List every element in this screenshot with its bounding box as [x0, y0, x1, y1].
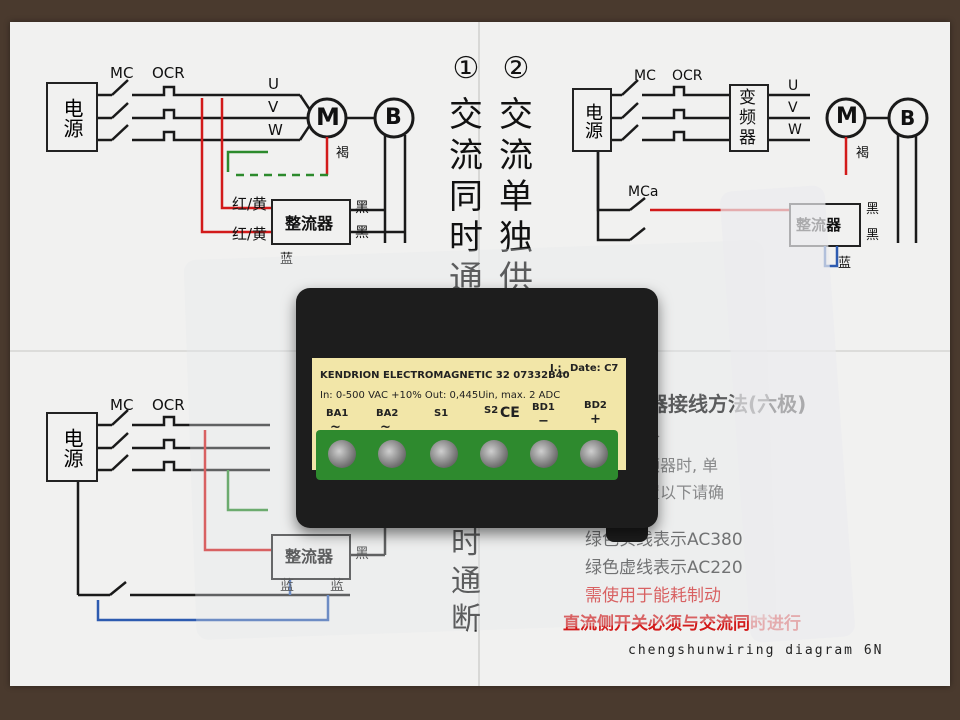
device-label-line-2: In: 0-500 VAC +10% Out: 0,445Uin, max. 2… [320, 390, 561, 401]
v-label-1: V [268, 98, 279, 116]
motor-label-1: M [316, 103, 340, 131]
ocr-label-3: OCR [152, 396, 185, 414]
red-yellow-label-1a: 红/黄 [232, 195, 268, 213]
terminal-screw-ba1 [328, 440, 356, 468]
terminal-label-s2: S2 [484, 405, 499, 416]
title-number-2: ② [502, 51, 530, 86]
terminal-label-s1: S1 [434, 408, 449, 419]
blue-label-3b: 蓝 [330, 578, 344, 594]
terminal-screw-ba2 [378, 440, 406, 468]
terminal-screw-s2 [480, 440, 508, 468]
terminal-block [316, 430, 618, 480]
power-box-1: 电源 [46, 82, 98, 152]
u-label-1: U [268, 75, 279, 93]
power-label-3: 电源 [60, 428, 84, 468]
power-label-2: 电源 [582, 103, 603, 139]
ocr-label-1: OCR [152, 64, 185, 82]
w-label-1: W [268, 121, 283, 139]
w-label-2: W [788, 122, 802, 138]
title-text-3: 时通断 [451, 526, 481, 637]
power-label-1: 电源 [60, 98, 84, 138]
terminal-symbol-bd2: + [590, 412, 601, 427]
terminal-label-bd2: BD2 [584, 400, 607, 411]
brown-label-2: 褐 [856, 146, 870, 161]
notes-bullet-2: 绿色虚线表示AC220 [585, 558, 743, 578]
blue-label-1: 蓝 [280, 252, 294, 267]
terminal-screw-s1 [430, 440, 458, 468]
terminal-symbol-ba1: ~ [330, 420, 341, 435]
u-label-2: U [788, 78, 799, 94]
notes-bullet-4: 直流侧开关必须与交流同时进行 [563, 614, 801, 634]
black-label-1a: 黑 [355, 200, 369, 216]
terminal-label-ba2: BA2 [376, 408, 399, 419]
brake-label-1: B [385, 105, 402, 130]
rectifier-label-1: 整流器 [285, 214, 334, 233]
mc-label-2: MC [634, 68, 656, 84]
motor-label-2: M [836, 104, 858, 129]
black-label-2b: 黑 [866, 228, 880, 243]
red-yellow-label-1b: 红/黄 [232, 225, 268, 243]
mc-label-3: MC [110, 396, 134, 414]
terminal-screw-bd2 [580, 440, 608, 468]
rectifier-label-3: 整流器 [285, 547, 334, 566]
terminal-label-ba1: BA1 [326, 408, 349, 419]
brake-label-2: B [900, 106, 916, 130]
black-label-1b: 黑 [355, 225, 369, 241]
diagram-footer: chengshunwiring diagram 6N [628, 643, 884, 658]
device-label-date: I.:_ Date: C7 [550, 363, 619, 374]
vfd-label: 变频器 [739, 88, 756, 148]
brown-label-1: 褐 [336, 146, 350, 161]
blue-label-2: 蓝 [838, 256, 852, 271]
terminal-symbol-bd1: − [538, 414, 549, 429]
blue-label-3a: 蓝 [280, 578, 294, 594]
black-label-3: 黑 [355, 546, 369, 562]
ocr-label-2: OCR [672, 68, 703, 84]
terminal-symbol-ba2: ~ [380, 420, 391, 435]
notes-bullet-3: 需使用于能耗制动 [585, 586, 721, 606]
device-label-line-1: KENDRION ELECTROMAGNETIC 32 07332B40 [320, 370, 570, 381]
ce-mark: CE [500, 405, 520, 421]
power-box-3: 电源 [46, 412, 98, 482]
title-number-1: ① [452, 51, 480, 86]
power-box-2: 电源 [572, 88, 612, 152]
terminal-label-bd1: BD1 [532, 402, 555, 413]
black-label-2a: 黑 [866, 202, 880, 217]
v-label-2: V [788, 100, 798, 116]
mca-label: MCa [628, 184, 659, 200]
mc-label-1: MC [110, 64, 134, 82]
terminal-screw-bd1 [530, 440, 558, 468]
